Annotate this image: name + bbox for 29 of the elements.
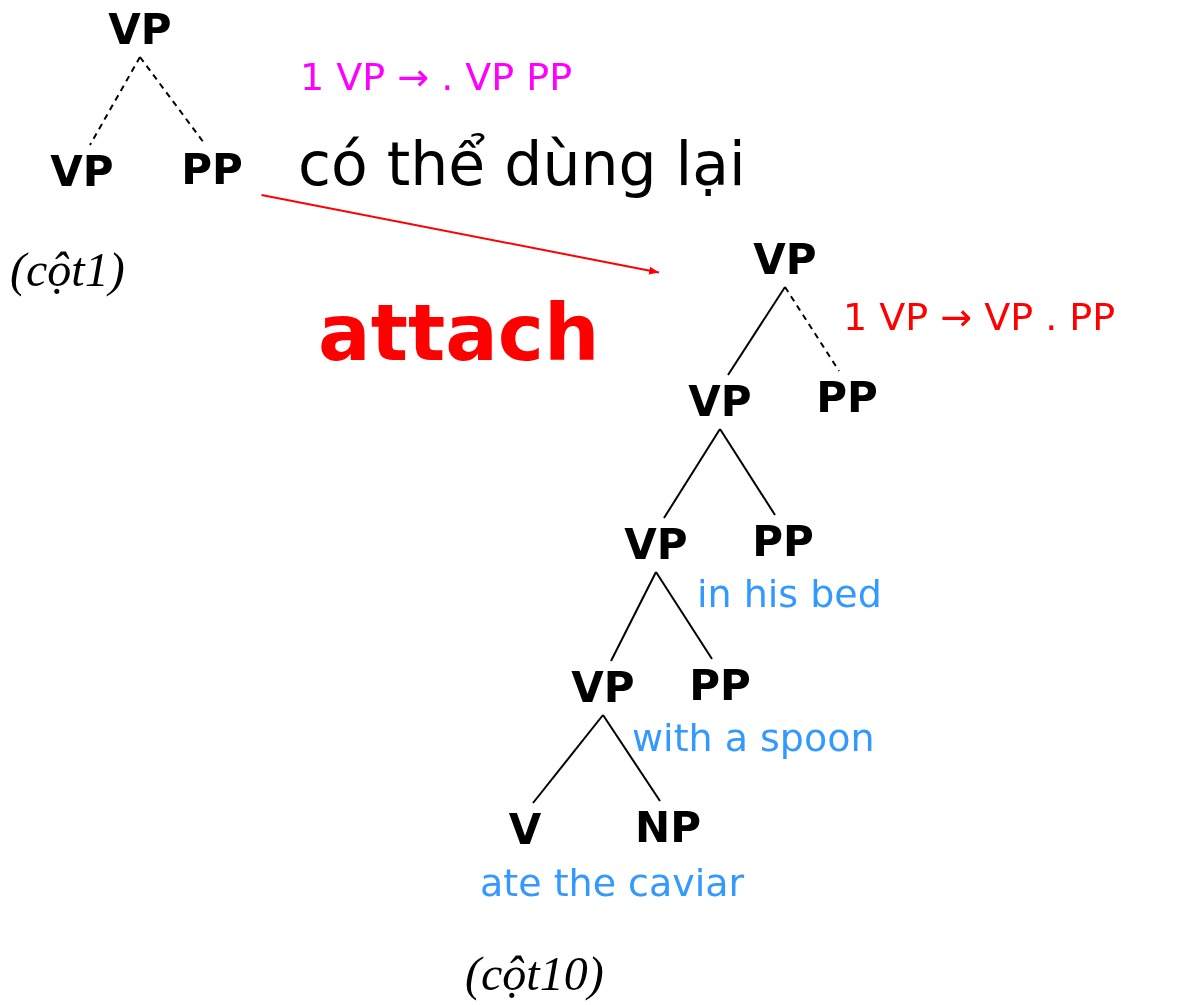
tree-branch-line [784,286,840,372]
tree-node-label: NP [623,803,713,853]
tree-branch-line [663,428,721,519]
phrase-text: ate the caviar [480,864,745,902]
rule-annotation: 1 VP → . VP PP [300,58,573,96]
tree-node-label: PP [167,145,257,195]
tree-node-label: VP [611,520,701,570]
tree-branch-line [727,286,786,376]
tree-branch-line [719,428,776,516]
phrase-text: in his bed [697,575,882,613]
tree-branch-line [532,714,604,804]
tree-node-label: PP [675,661,765,711]
rule-annotation: 1 VP → VP . PP [843,298,1116,336]
tree-branch-line [655,571,713,660]
tree-node-label: V [480,805,570,855]
tree-branch-line [610,571,657,662]
tree-node-label: PP [802,373,892,423]
phrase-text: with a spoon [632,719,875,757]
tree-node-label: VP [675,377,765,427]
tree-node-label: VP [37,147,127,197]
tree-node-label: VP [558,663,648,713]
arrow [260,194,660,275]
tree-node-label: VP [740,235,830,285]
tree-branch-line [139,56,205,144]
tree-node-label: PP [738,517,828,567]
tree-node-label: VP [95,5,185,55]
tree-branch-line [89,56,141,146]
tree-branch-line [602,714,661,802]
action-label: attach [318,294,600,372]
